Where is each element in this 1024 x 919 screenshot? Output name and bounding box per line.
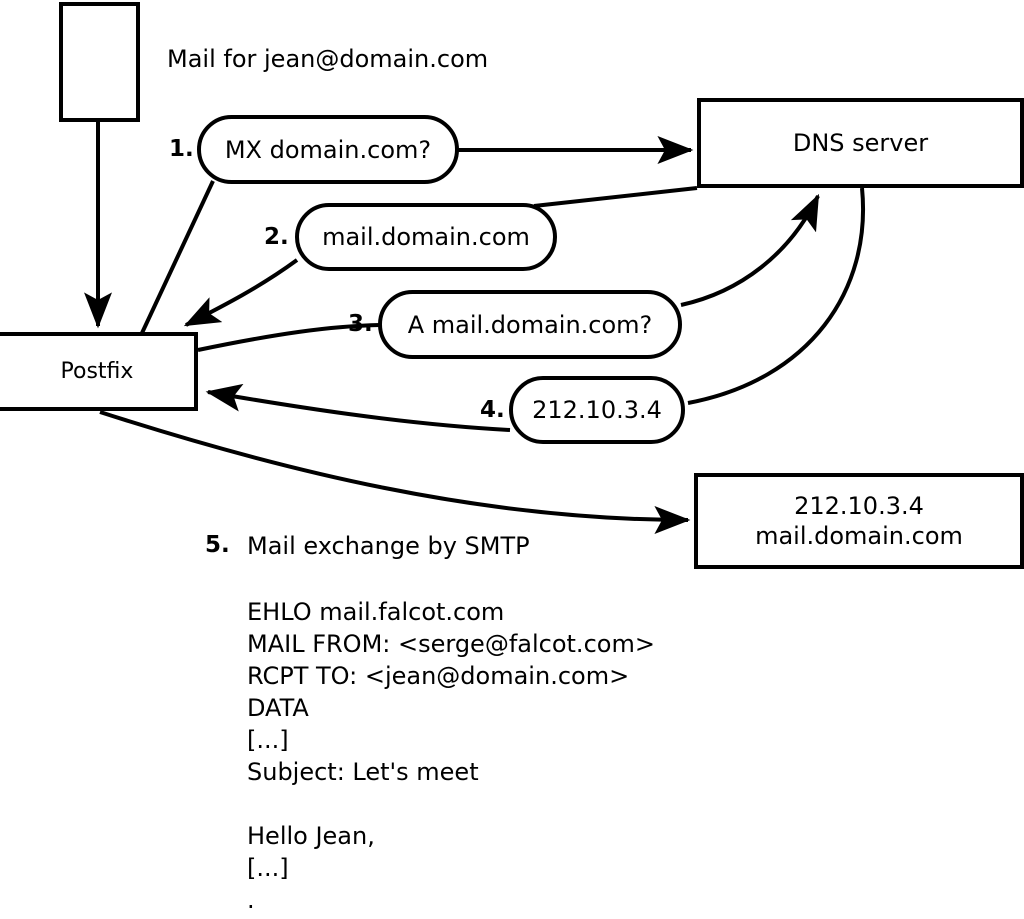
postfix-box-label: Postfix (60, 358, 134, 384)
smtp-exchange-caption: Mail exchange by SMTP (247, 532, 530, 560)
target-mail-server-box[interactable]: 212.10.3.4 mail.domain.com (694, 473, 1024, 569)
message-bubble-mx-answer-label: mail.domain.com (322, 223, 530, 251)
target-mail-server-lines: 212.10.3.4 mail.domain.com (755, 491, 963, 551)
step-number-3: 3. (348, 311, 373, 337)
connector-step3-to-dns (680, 193, 820, 307)
dns-server-box[interactable]: DNS server (697, 98, 1024, 188)
message-bubble-mx-answer[interactable]: mail.domain.com (295, 203, 557, 271)
connector-dns-to-bubble4 (687, 187, 865, 405)
postfix-box[interactable]: Postfix (0, 332, 198, 411)
smtp-transcript: EHLO mail.falcot.com MAIL FROM: <serge@f… (247, 598, 655, 914)
step-number-4: 4. (480, 397, 505, 423)
target-hostname-label: mail.domain.com (755, 522, 963, 550)
connector-step2-to-postfix (183, 258, 299, 327)
connector-step4-to-postfix (205, 383, 511, 432)
mail-for-caption: Mail for jean@domain.com (167, 45, 489, 73)
connector-postfix-to-bubble3 (197, 323, 381, 352)
step-number-2: 2. (264, 224, 289, 250)
step-number-5: 5. (205, 532, 230, 558)
client-box[interactable] (59, 2, 140, 122)
message-bubble-mx-query-label: MX domain.com? (224, 135, 432, 164)
message-bubble-a-answer[interactable]: 212.10.3.4 (509, 376, 685, 444)
message-bubble-a-query-label: A mail.domain.com? (407, 310, 653, 339)
connector-step5-smtp (99, 410, 691, 534)
target-ip-label: 212.10.3.4 (794, 492, 924, 520)
connector-dns-to-bubble2 (533, 186, 698, 208)
message-bubble-a-answer-label: 212.10.3.4 (532, 396, 662, 424)
connector-bubble1-tail (140, 180, 215, 334)
message-bubble-a-query[interactable]: A mail.domain.com? (378, 290, 682, 359)
message-bubble-mx-query[interactable]: MX domain.com? (197, 115, 459, 184)
dns-server-label: DNS server (792, 129, 929, 157)
step-number-1: 1. (169, 136, 194, 162)
